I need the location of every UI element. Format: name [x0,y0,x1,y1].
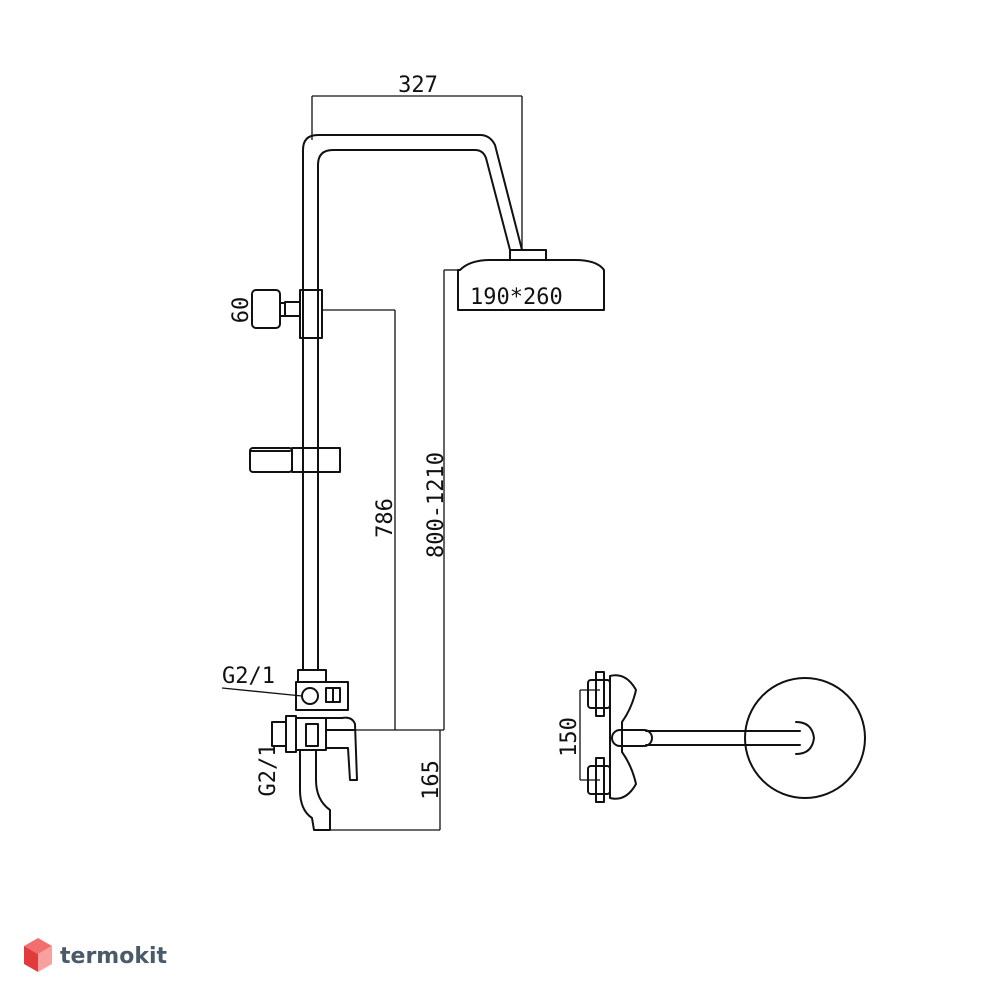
thread-lower-label: G2/1 [256,744,281,797]
height-range-label: 800-1210 [424,452,449,558]
bar-height-dimension: 786 [322,309,398,731]
width-label: 327 [398,73,438,98]
brand-logo: termokit [24,938,167,972]
spout-height-dimension: 165 [330,730,444,831]
head-size-label: 190*260 [470,285,563,310]
mixer-body: G2/1 [256,715,358,797]
holder-offset-label: 60 [229,297,254,324]
spout [299,749,331,831]
shower-head: 190*260 [457,249,605,311]
slide-holder [249,447,341,473]
upper-holder: 60 [229,289,323,339]
height-range-dimension: 800-1210 [395,269,460,731]
riser-pipe [302,134,523,671]
inlet-spacing-label: 150 [557,717,582,757]
logo-cube-left [24,946,38,972]
brand-name: termokit [60,944,167,969]
thread-upper-label: G2/1 [222,664,275,689]
logo-cube-right [38,946,52,972]
bar-height-label: 786 [373,498,398,538]
spout-height-label: 165 [419,760,444,800]
diverter: G2/1 [221,664,349,711]
width-dimension: 327 [311,73,523,250]
top-view: 150 [557,671,866,803]
